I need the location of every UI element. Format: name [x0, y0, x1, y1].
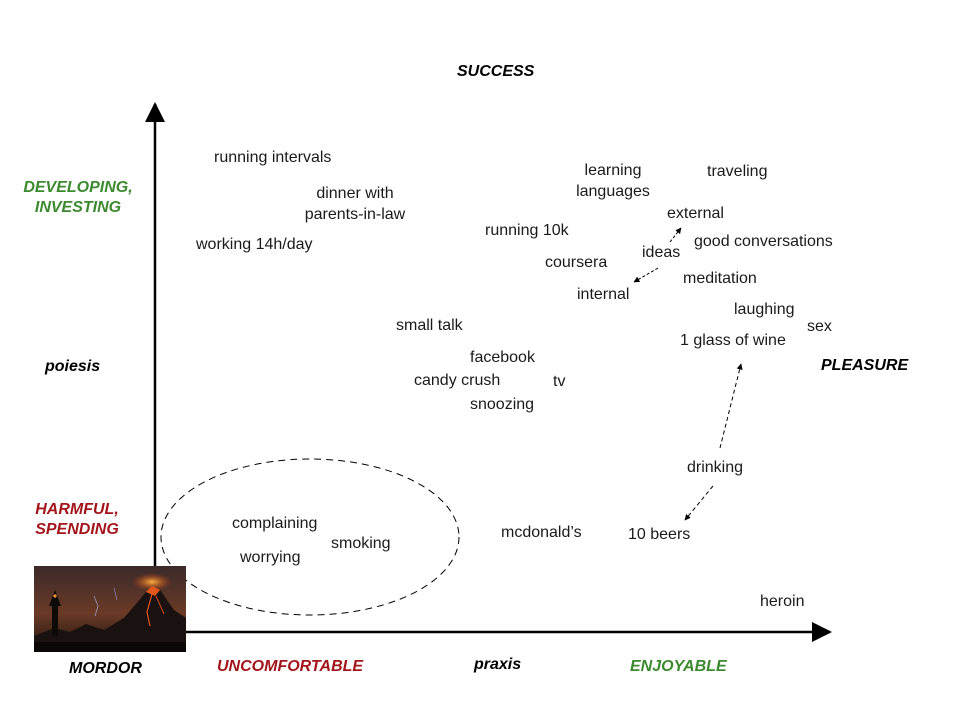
harmful-cluster-ellipse	[160, 458, 460, 616]
label-drinking: drinking	[687, 459, 744, 476]
arrow-drinking-to-beers	[684, 485, 714, 521]
label-sex: sex	[807, 318, 832, 335]
label-small-talk: small talk	[396, 317, 463, 334]
label-internal: internal	[577, 286, 630, 303]
axis-title-mordor: MORDOR	[69, 660, 142, 677]
axis-title-developing-investing: DEVELOPING, INVESTING	[23, 179, 133, 216]
label-working-14h: working 14h/day	[196, 236, 313, 253]
axis-title-enjoyable: ENJOYABLE	[630, 658, 727, 675]
axis-title-praxis: praxis	[474, 656, 522, 673]
label-ten-beers: 10 beers	[628, 526, 691, 543]
label-learning-languages: learning languages	[576, 162, 650, 200]
label-dinner-with-parents-in-law: dinner with parents-in-law	[304, 185, 406, 223]
label-coursera: coursera	[545, 254, 608, 271]
arrow-ideas-to-internal	[633, 267, 659, 283]
label-running-intervals: running intervals	[214, 149, 332, 166]
label-laughing: laughing	[734, 301, 795, 318]
axis-title-pleasure: PLEASURE	[821, 357, 909, 374]
arrow-ideas-to-external	[669, 227, 682, 243]
label-smoking: smoking	[331, 535, 391, 552]
label-ideas: ideas	[642, 244, 681, 261]
label-good-conversations: good conversations	[694, 233, 833, 250]
axis-title-success: SUCCESS	[457, 63, 535, 80]
label-facebook: facebook	[470, 349, 535, 366]
label-tv: tv	[553, 373, 566, 390]
label-external: external	[667, 205, 724, 222]
volcano-fortress-icon	[34, 566, 186, 652]
label-candy-crush: candy crush	[414, 372, 501, 389]
label-complaining: complaining	[232, 515, 318, 532]
label-meditation: meditation	[683, 270, 757, 287]
arrow-drinking-to-wine	[719, 363, 743, 449]
axis-title-poiesis: poiesis	[45, 358, 101, 375]
label-one-glass-of-wine: 1 glass of wine	[680, 332, 786, 349]
axis-title-uncomfortable: UNCOMFORTABLE	[217, 658, 364, 675]
label-snoozing: snoozing	[470, 396, 535, 413]
label-mcdonalds: mcdonald’s	[501, 524, 582, 541]
label-running-10k: running 10k	[485, 222, 569, 239]
label-heroin: heroin	[760, 593, 805, 610]
label-traveling: traveling	[707, 163, 768, 180]
label-worrying: worrying	[240, 549, 301, 566]
axis-title-harmful-spending: HARMFUL, SPENDING	[35, 501, 119, 538]
